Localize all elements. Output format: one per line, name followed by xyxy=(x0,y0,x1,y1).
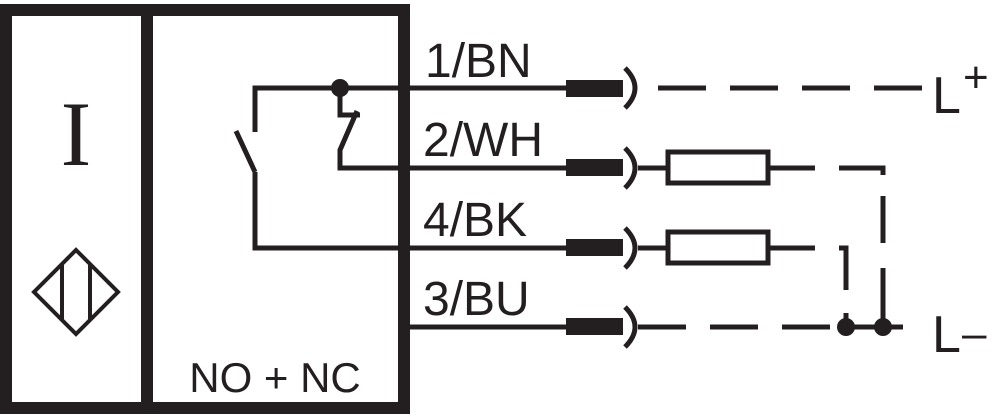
connector-plug-3 xyxy=(566,318,623,335)
junction-dot xyxy=(874,318,892,336)
inductive-sensor-icon xyxy=(31,247,121,337)
output-type-label: NO + NC xyxy=(189,354,361,401)
no-contact-icon xyxy=(233,129,258,174)
load-4 xyxy=(638,229,849,322)
wire-label-1: 1/BN xyxy=(425,35,532,88)
socket-arc-3 xyxy=(623,305,638,349)
junction-dot xyxy=(837,318,855,336)
wire-label-3: 3/BU xyxy=(423,273,530,326)
connector-sockets xyxy=(623,66,638,349)
load-2 xyxy=(638,149,886,322)
resistor-icon xyxy=(665,229,771,266)
junction-dot xyxy=(331,79,349,97)
wire-leads xyxy=(404,85,570,330)
switch-circuit xyxy=(233,85,410,330)
socket-arc-2 xyxy=(623,146,638,190)
connector-plugs xyxy=(566,80,623,335)
resistor-icon xyxy=(665,149,771,186)
socket-arc-1 xyxy=(623,66,638,110)
supply-negative-label: L xyxy=(932,306,961,364)
socket-arc-4 xyxy=(623,226,638,270)
device-housing xyxy=(0,4,410,414)
connector-plug-1 xyxy=(566,80,623,97)
connector-plug-2 xyxy=(566,159,623,176)
wire-label-4: 4/BK xyxy=(423,194,527,247)
connector-plug-4 xyxy=(566,239,623,256)
supply-positive-label: L xyxy=(932,67,961,125)
device-type-letter: I xyxy=(61,83,92,185)
supply-negative-sign: – xyxy=(962,309,987,358)
wire-label-2: 2/WH xyxy=(423,114,543,167)
supply-positive-sign: + xyxy=(963,53,989,102)
